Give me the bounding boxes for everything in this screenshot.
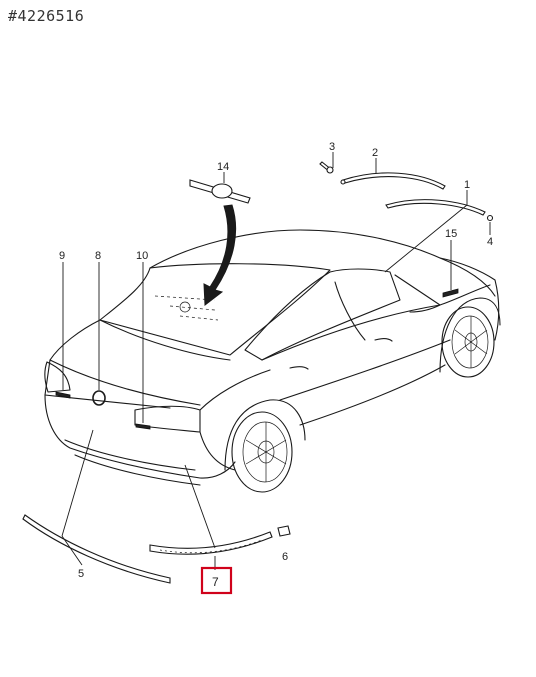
part-10-strip (135, 423, 151, 430)
highlight-box-7 (200, 566, 233, 595)
callout-6: 6 (282, 551, 288, 563)
callout-8: 8 (95, 250, 101, 262)
car-body (44, 229, 501, 493)
part-5-trim-strip (22, 514, 171, 584)
part-15-emblem (442, 288, 459, 298)
install-arrow (203, 204, 237, 306)
callout-3: 3 (329, 141, 335, 153)
callout-1: 1 (464, 179, 470, 191)
part-8-emblem (92, 390, 106, 406)
callout-9: 9 (59, 250, 65, 262)
callout-14: 14 (217, 161, 229, 173)
callout-10: 10 (136, 250, 148, 262)
callout-5: 5 (78, 568, 84, 580)
callout-2: 2 (372, 147, 378, 159)
part-7-trim-strip (149, 531, 273, 555)
part-9-strip (55, 391, 71, 399)
reference-number: #4226516 (8, 7, 85, 25)
leader-lines (61, 152, 491, 570)
part-14-spoiler (189, 179, 251, 306)
roof-trims (319, 161, 494, 222)
part-6-clip (277, 525, 291, 537)
callout-4: 4 (487, 236, 493, 248)
callout-15: 15 (445, 228, 457, 240)
callout-7: 7 (212, 575, 219, 589)
